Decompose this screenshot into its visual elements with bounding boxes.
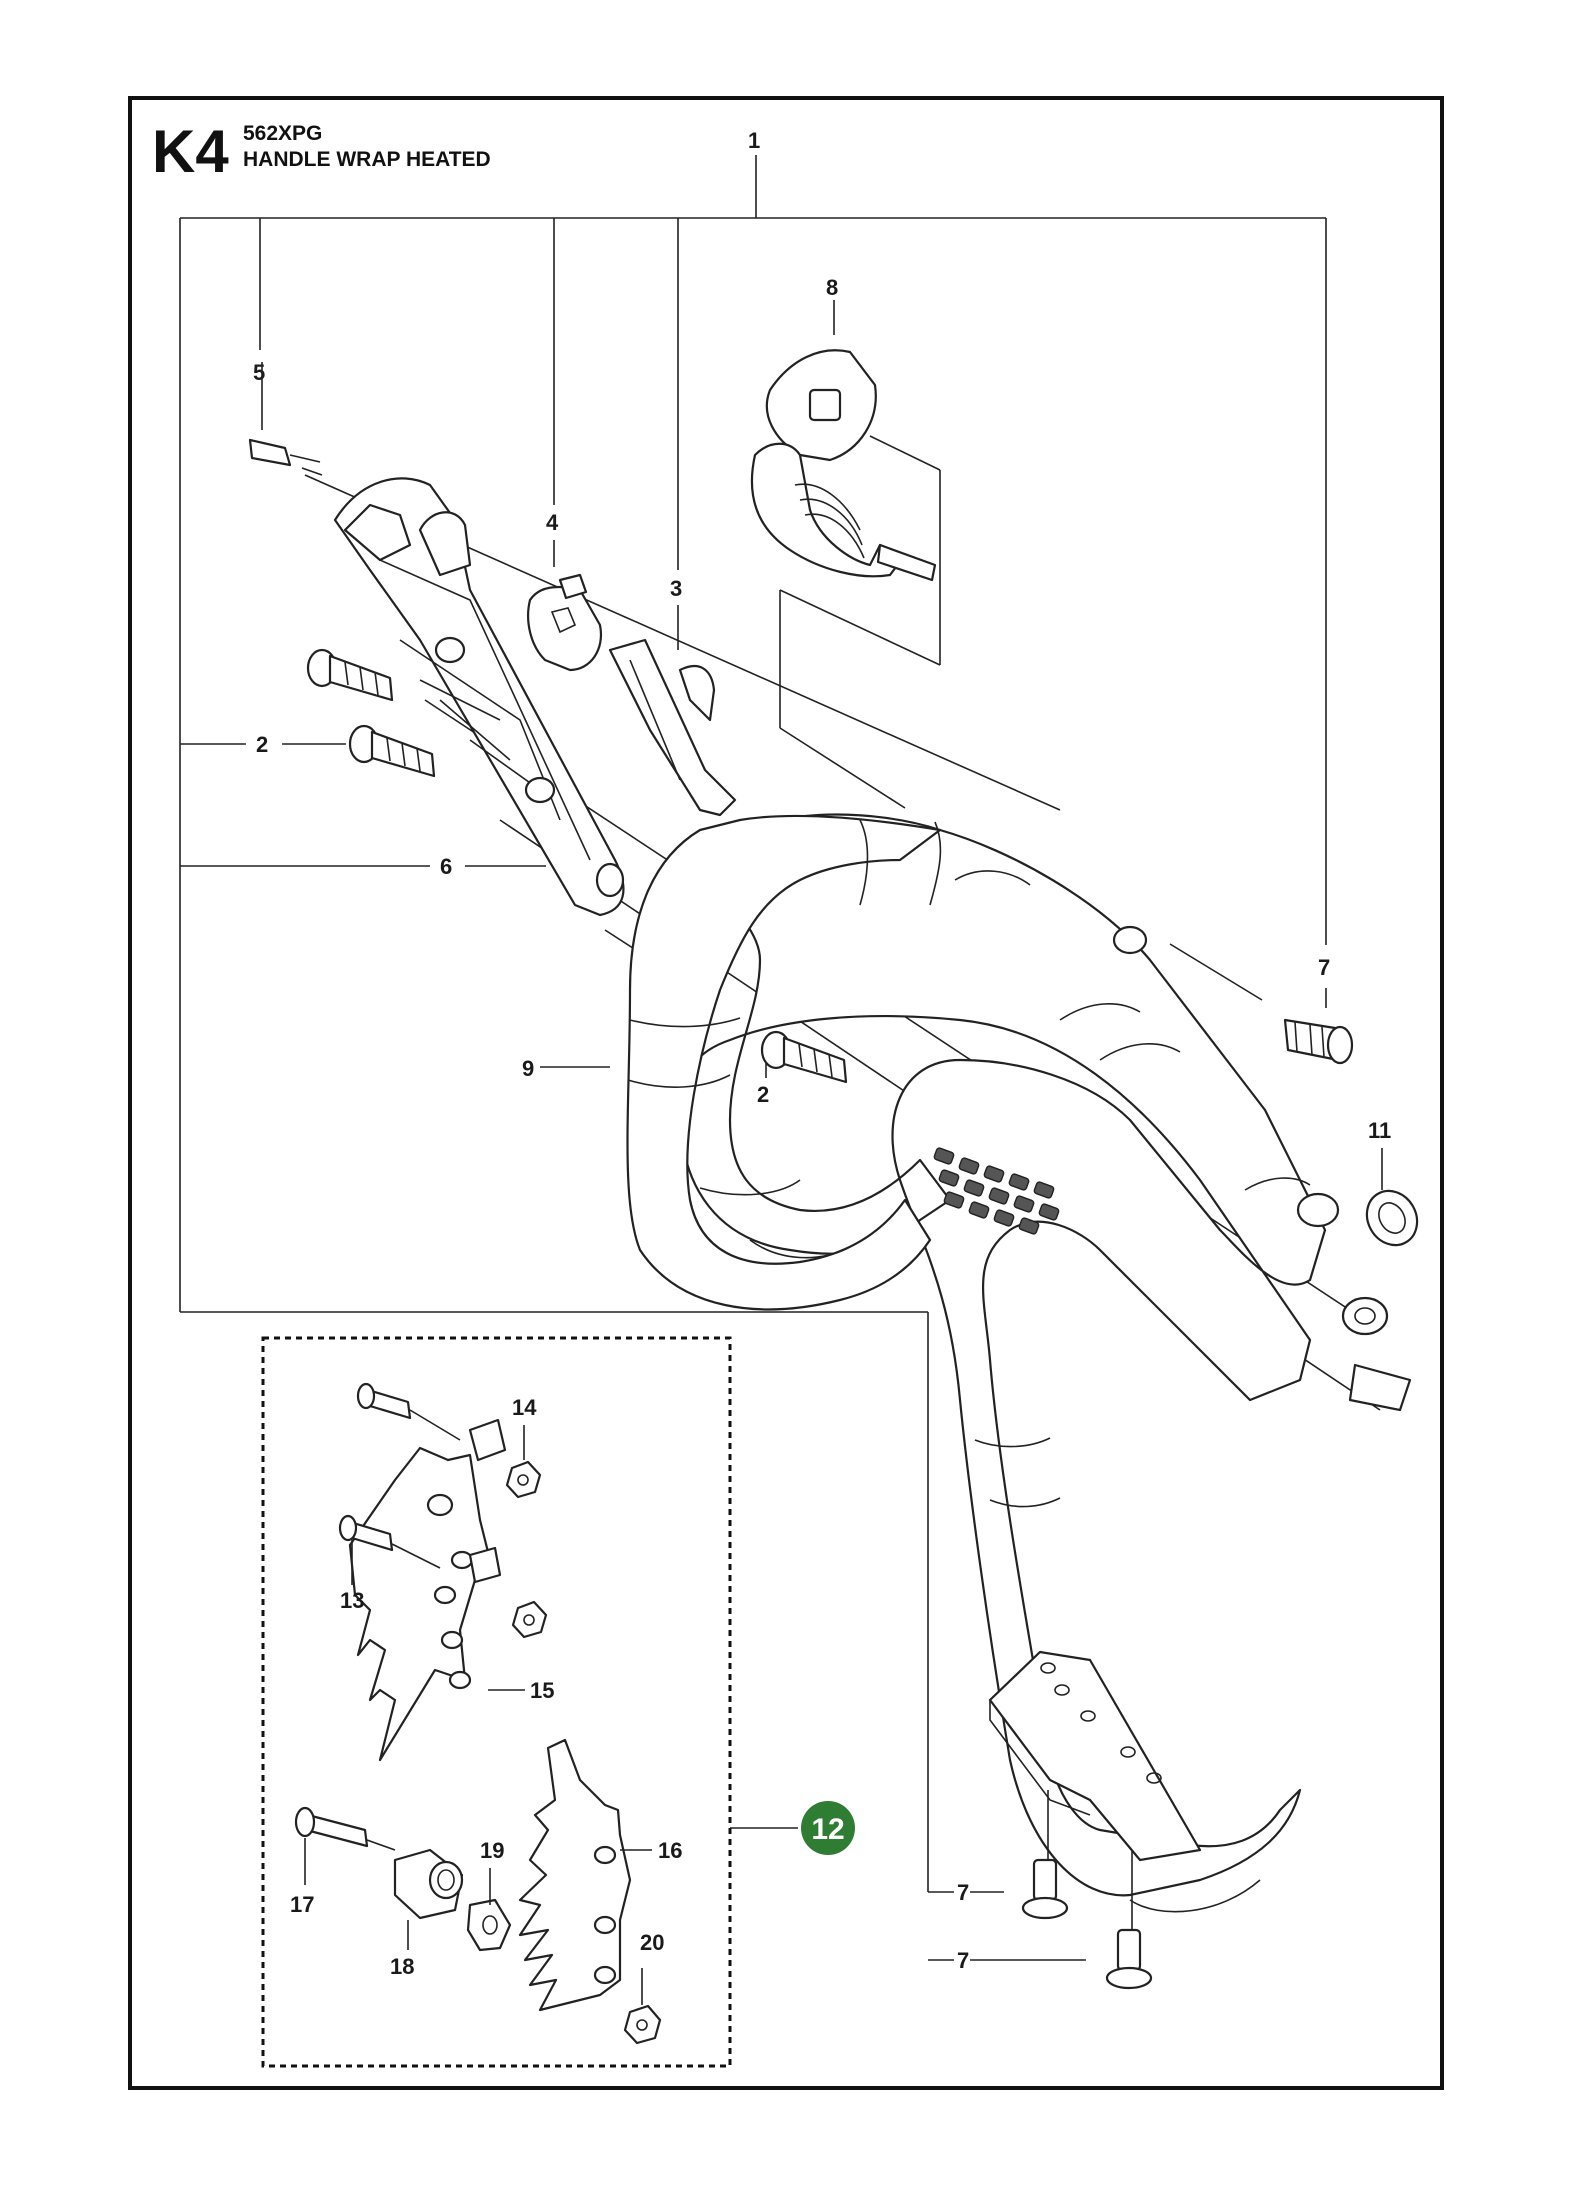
cap-part (527, 573, 603, 672)
kit-leaders (261, 362, 652, 1950)
screw-part-7a (1021, 1858, 1069, 1920)
lever-part (608, 638, 737, 817)
bushing-part-19 (466, 1898, 512, 1952)
nut-part-13 (511, 1600, 548, 1639)
callout-14: 14 (512, 1395, 537, 1420)
screw-part-7b (1105, 1928, 1153, 1990)
callout-16: 16 (658, 1838, 682, 1863)
callout-19: 19 (480, 1838, 504, 1863)
bolt-part-17 (294, 1806, 396, 1851)
callout-3: 3 (670, 576, 682, 601)
screw-part-2a (306, 648, 394, 702)
callout-17: 17 (290, 1892, 314, 1917)
spike-plate-part-15 (348, 1418, 507, 1762)
screw-part-5 (248, 438, 321, 467)
sheet-model: 562XPG (243, 122, 322, 145)
screw-part-14 (356, 1382, 461, 1441)
callout-7b: 7 (957, 1880, 969, 1905)
callout-7a: 7 (1318, 955, 1330, 980)
callout-7c: 7 (957, 1948, 969, 1973)
kit-box (261, 1336, 732, 2068)
sheet-title: HANDLE WRAP HEATED (243, 148, 491, 171)
screw-part-13 (338, 1514, 441, 1569)
nut-part-14 (505, 1460, 542, 1499)
callout-labels: 1 2 2 3 4 5 6 7 7 7 8 9 11 13 14 15 16 1… (253, 128, 1391, 1979)
callout-15: 15 (530, 1678, 554, 1703)
callout-8: 8 (826, 275, 838, 300)
callout-9: 9 (522, 1056, 534, 1081)
callout-5: 5 (253, 360, 265, 385)
nut-part-20 (623, 1968, 662, 2045)
screw-part-2b (348, 724, 436, 778)
mounting-plate-part (988, 1650, 1202, 1940)
sheet-code: K4 (152, 118, 229, 185)
spacer-part-18 (393, 1848, 464, 1920)
switch-housing-part (750, 349, 937, 582)
sheet-frame (128, 96, 1444, 2090)
callout-12-badge: 12 (801, 1801, 855, 1855)
handle-bracket-part (333, 477, 625, 917)
screw-part-7c (1283, 1018, 1354, 1065)
callout-6: 6 (440, 854, 452, 879)
grip-texture (933, 1147, 1060, 1235)
callout-2a: 2 (256, 732, 268, 757)
callout-12: 12 (811, 1813, 844, 1846)
spike-plate-part-16 (518, 1738, 632, 2012)
callout-18: 18 (390, 1954, 414, 1979)
callout-4: 4 (546, 510, 559, 535)
callout-11: 11 (1368, 1118, 1391, 1143)
handle-bar-part (626, 813, 1412, 1913)
callout-20: 20 (640, 1930, 664, 1955)
grommet-part (1365, 1189, 1419, 1247)
callout-2b: 2 (757, 1082, 769, 1107)
screw-part-2c (760, 1030, 848, 1084)
badge-circle (801, 1801, 855, 1855)
callout-1: 1 (748, 128, 760, 153)
callout-13: 13 (340, 1588, 364, 1613)
